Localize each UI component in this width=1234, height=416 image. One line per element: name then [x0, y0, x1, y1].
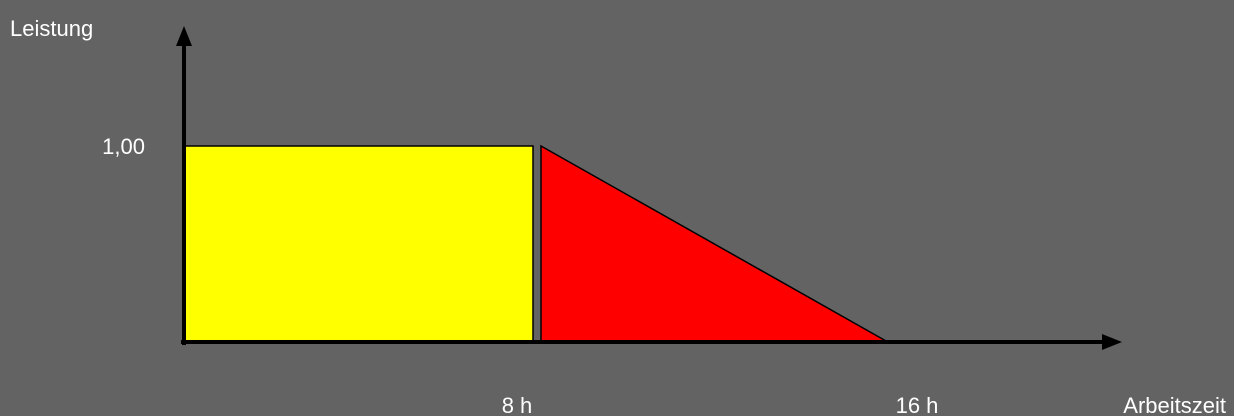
y-tick-label-1: 1,00 — [102, 134, 145, 159]
chart-segments — [183, 144, 889, 342]
segment-rectangle-0 — [183, 145, 534, 342]
x-axis-arrowhead — [1102, 334, 1122, 350]
x-tick-label-16h: 16 h — [896, 393, 939, 416]
x-tick-label-8h: 8 h — [502, 393, 533, 416]
y-axis-arrowhead — [176, 26, 192, 46]
y-axis-label: Leistung — [10, 16, 93, 41]
x-axis-label: Arbeitszeit — [1123, 393, 1226, 416]
